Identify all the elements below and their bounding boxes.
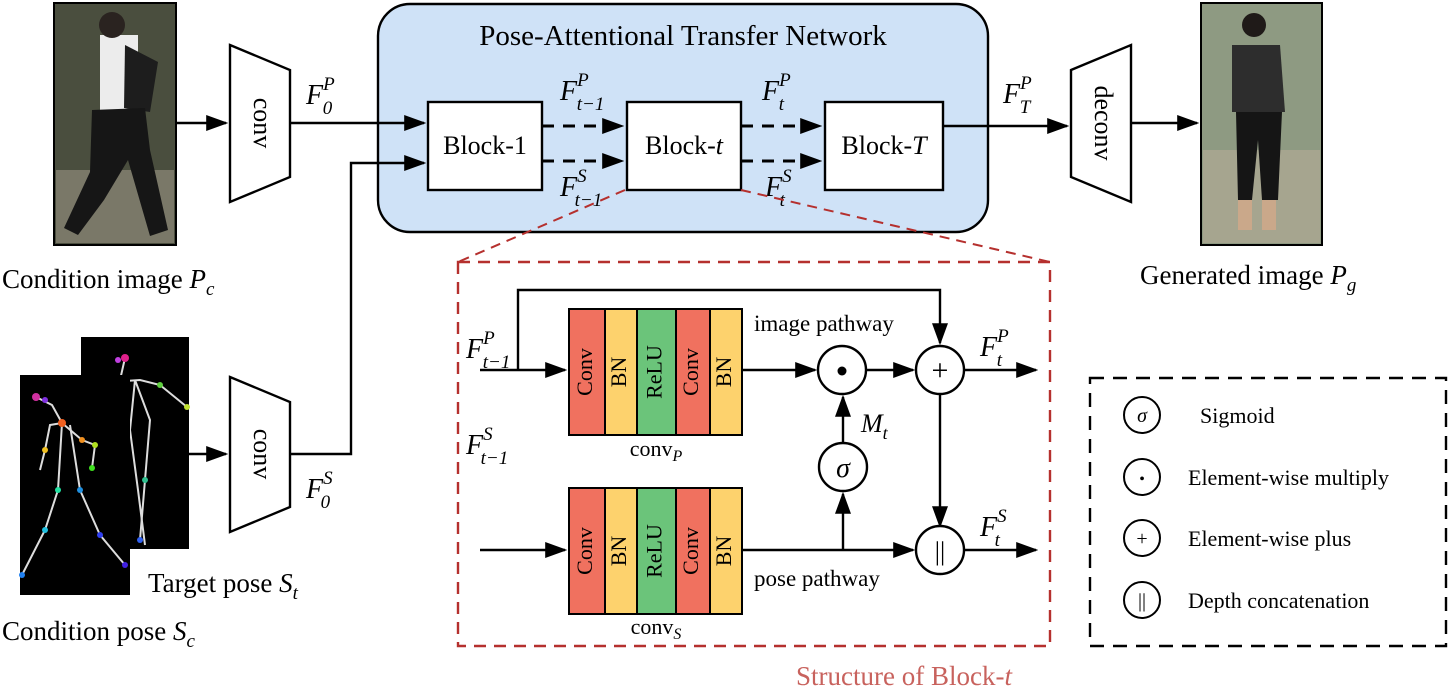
block-t-detail-frame xyxy=(456,260,1052,648)
legend-symbol: || xyxy=(1138,590,1146,612)
network-title: Pose-Attentional Transfer Network xyxy=(479,20,887,52)
legend-symbol-circle xyxy=(1123,581,1161,619)
legend-label: Element-wise multiply xyxy=(1188,465,1389,490)
layer-bn xyxy=(604,487,638,615)
layer-label: BN xyxy=(711,357,736,388)
zoom-line-left xyxy=(457,189,626,263)
generated-image-caption: Generated image Pg xyxy=(1140,260,1356,296)
svg-text:Block-T: Block-T xyxy=(841,131,928,160)
concat-operator: || xyxy=(914,524,966,576)
svg-text:Block-t: Block-t xyxy=(645,131,724,160)
layer-conv xyxy=(568,308,606,436)
target-pose-caption: Target pose St xyxy=(148,568,299,604)
zoom-line-right xyxy=(740,189,1051,263)
condition-image-caption: Condition image Pc xyxy=(2,264,215,300)
mask-label: Mt xyxy=(860,409,889,443)
multiply-operator xyxy=(816,344,868,396)
layer-label: Conv xyxy=(678,527,703,575)
svg-text:deconv: deconv xyxy=(1089,85,1118,160)
svg-text:Block-1: Block-1 xyxy=(443,131,527,160)
layer-label: BN xyxy=(711,536,736,567)
svg-text:conv: conv xyxy=(248,98,277,149)
conv-s-stack: Conv BN ReLU Conv BN xyxy=(568,487,743,615)
svg-text:conv: conv xyxy=(248,429,277,480)
legend-symbol-circle xyxy=(1123,519,1161,557)
block-t: Block-t xyxy=(625,100,743,192)
layer-bn xyxy=(709,487,743,615)
image-decoder: deconv xyxy=(1069,43,1133,204)
svg-text:σ: σ xyxy=(836,453,851,484)
plus-operator: + xyxy=(914,344,966,396)
layer-relu xyxy=(636,487,677,615)
image-pathway-label: image pathway xyxy=(754,311,894,336)
pose-pathway-label: pose pathway xyxy=(754,566,880,591)
layer-relu xyxy=(636,308,677,436)
layer-conv xyxy=(568,487,606,615)
legend-symbol-circle xyxy=(1123,458,1161,496)
legend-symbol: + xyxy=(1136,528,1147,550)
block-t-structure-caption: Structure of Block-t xyxy=(796,661,1013,691)
legend-symbol-circle xyxy=(1123,396,1161,434)
layer-bn xyxy=(709,308,743,436)
legend-symbol: • xyxy=(1139,471,1145,488)
image-encoder: conv xyxy=(228,43,292,204)
sigmoid-operator: σ xyxy=(817,441,869,493)
layer-label: Conv xyxy=(678,348,703,396)
layer-conv xyxy=(675,308,711,436)
svg-text:+: + xyxy=(932,354,949,387)
condition-pose-map xyxy=(19,375,130,595)
legend-box xyxy=(1088,376,1448,648)
legend-label: Sigmoid xyxy=(1200,403,1275,428)
layer-conv xyxy=(675,487,711,615)
legend-symbol: σ xyxy=(1137,405,1148,427)
layer-label: ReLU xyxy=(642,345,667,399)
layer-label: Conv xyxy=(572,527,597,575)
conv-s-label: convS xyxy=(631,614,682,643)
pose-encoder: conv xyxy=(228,375,292,534)
conv-p-label: convP xyxy=(630,436,683,465)
condition-image xyxy=(53,2,177,246)
layer-label: BN xyxy=(606,536,631,567)
condition-pose-caption: Condition pose Sc xyxy=(2,616,196,652)
legend-label: Depth concatenation xyxy=(1188,588,1369,613)
conv-p-stack: Conv BN ReLU Conv BN xyxy=(568,308,743,436)
block-T: Block-T xyxy=(823,100,945,192)
layer-label: BN xyxy=(606,357,631,388)
layer-label: ReLU xyxy=(642,524,667,578)
svg-text:||: || xyxy=(935,537,945,566)
legend: σ Sigmoid • Element-wise multiply + Element-w… xyxy=(1123,396,1389,619)
generated-image xyxy=(1200,2,1323,246)
block-1: Block-1 xyxy=(426,100,544,192)
layer-label: Conv xyxy=(572,348,597,396)
legend-label: Element-wise plus xyxy=(1188,526,1351,551)
